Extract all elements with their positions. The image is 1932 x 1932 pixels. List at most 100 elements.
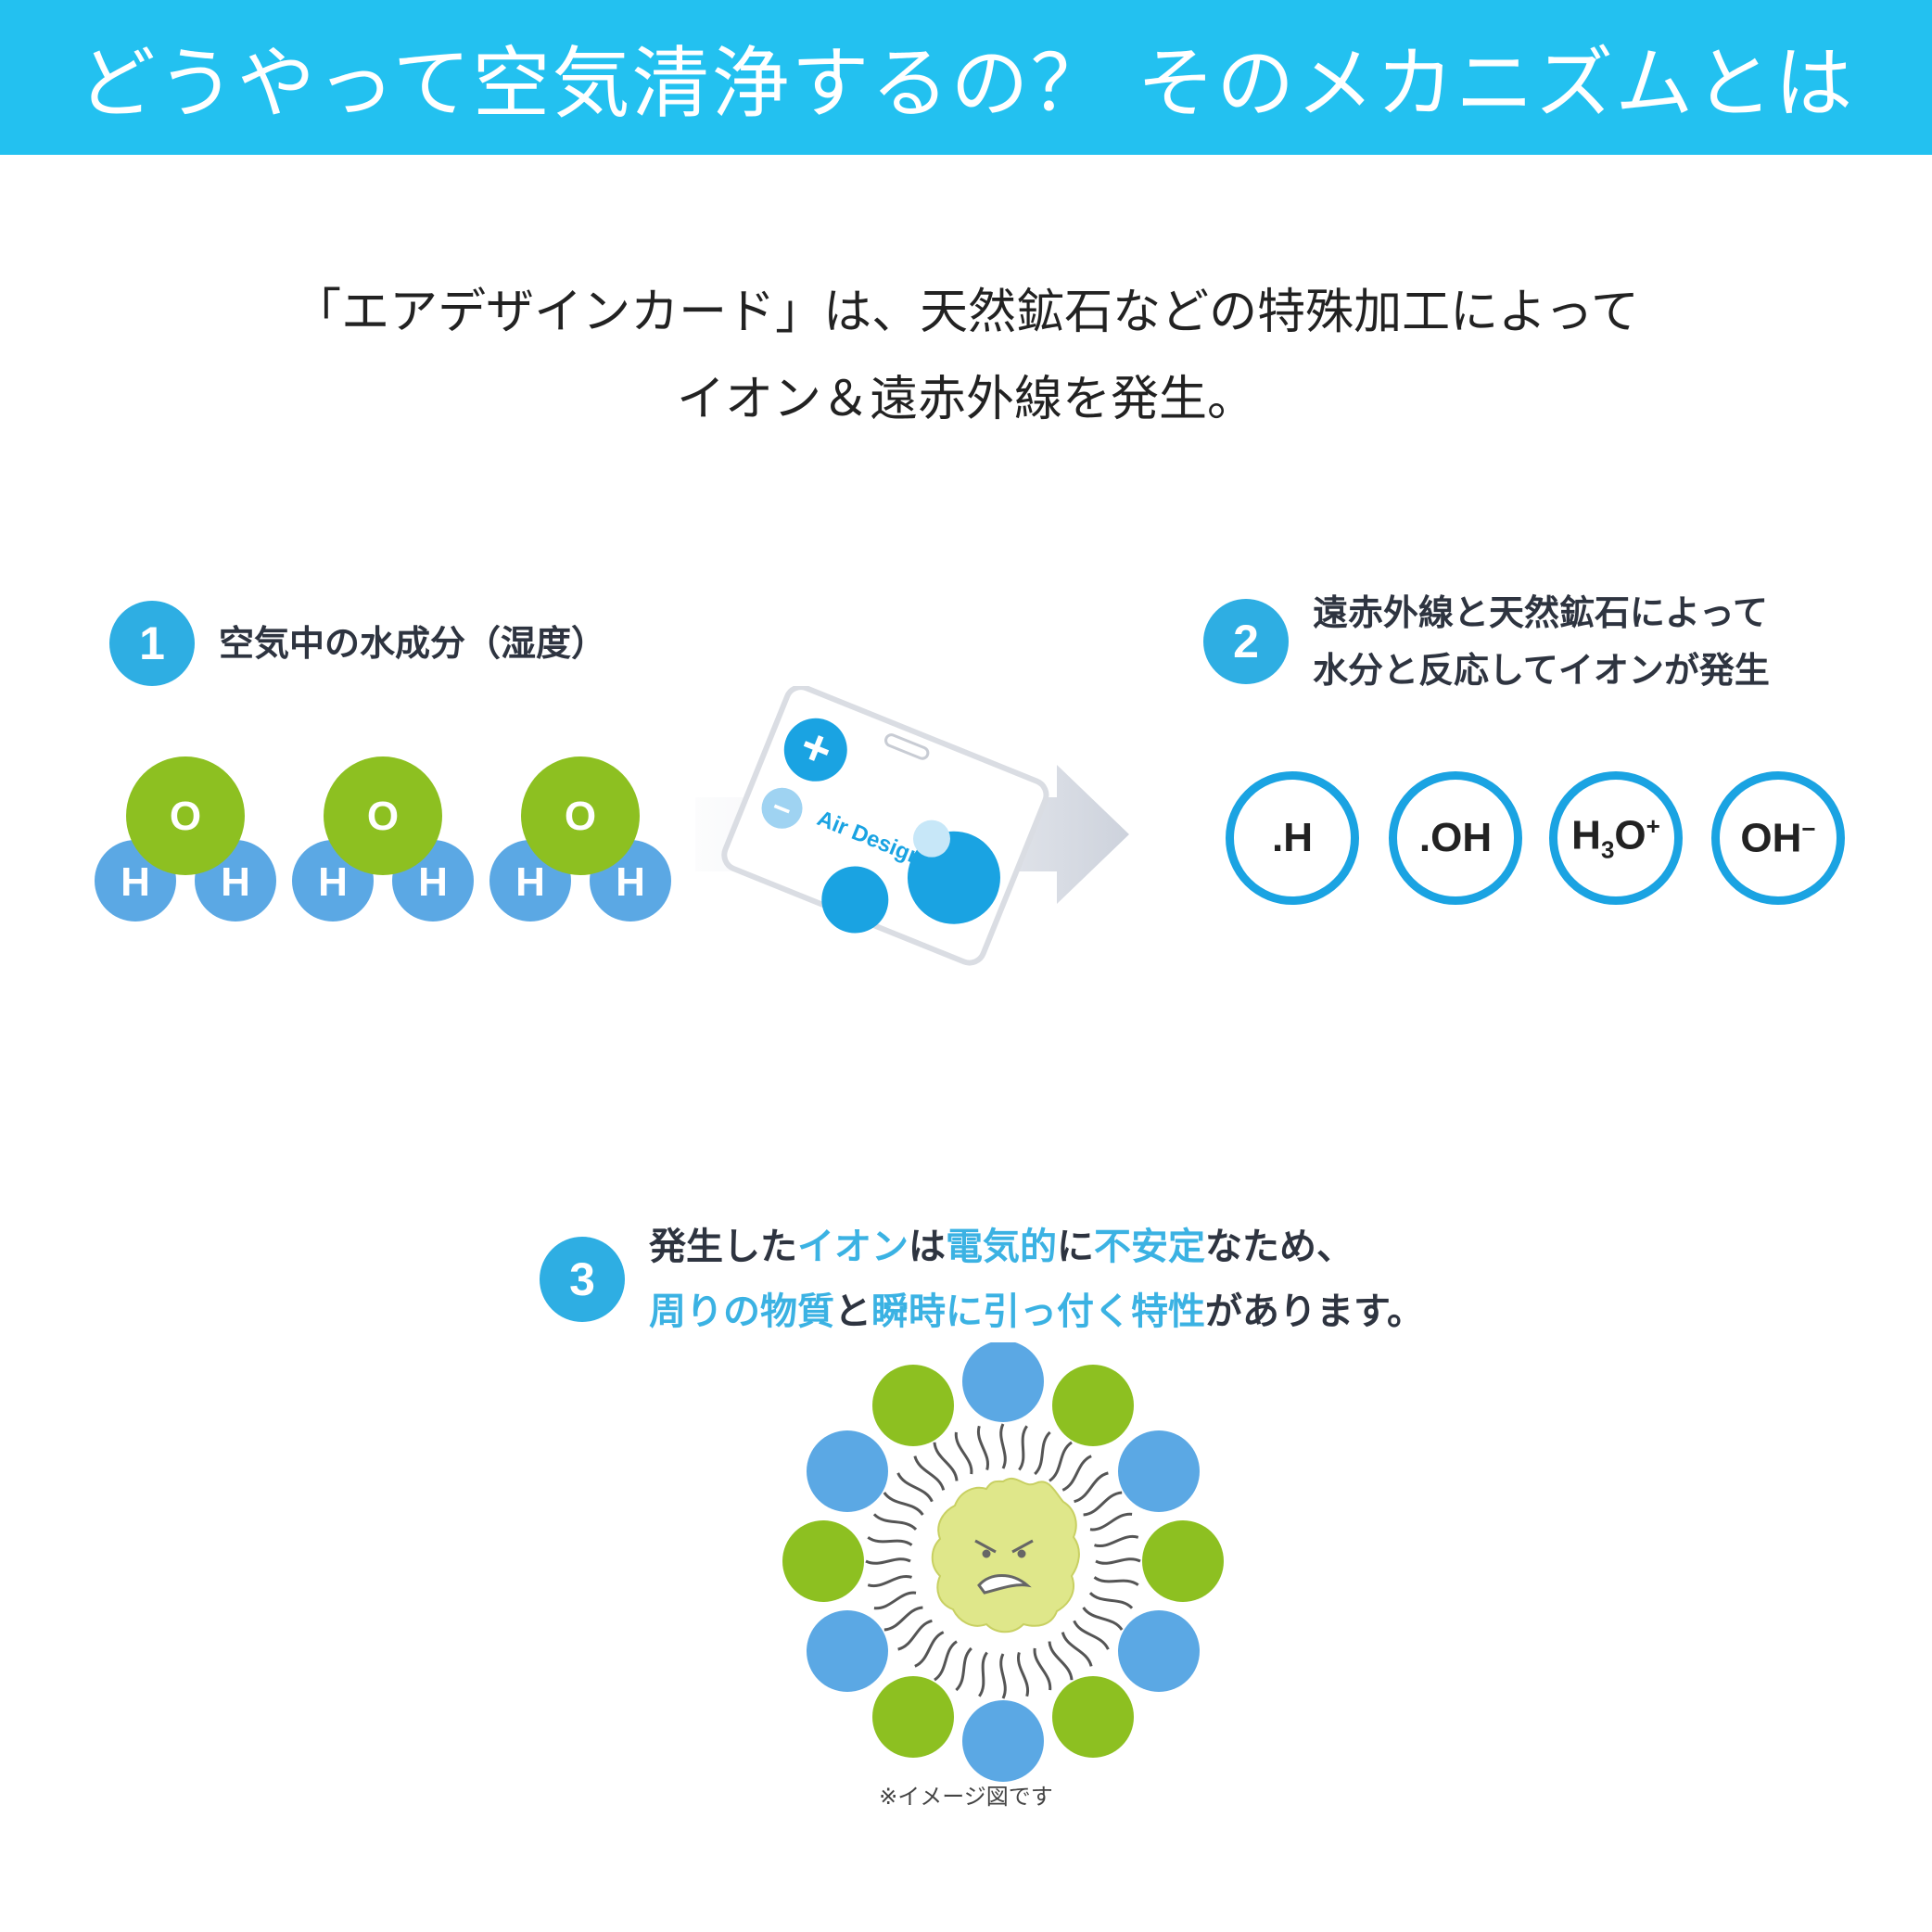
blue-ion-dot (1118, 1430, 1201, 1512)
oxygen-atom (521, 756, 640, 875)
oxygen-atom (126, 756, 245, 875)
virus-ion-illustration (782, 1342, 1224, 1782)
squiggle-line (1049, 1441, 1073, 1482)
green-ion-dot (872, 1364, 954, 1446)
card-decor-circle (821, 866, 889, 934)
step-2-number: 2 (1203, 599, 1289, 684)
blue-ion-dot (962, 1700, 1044, 1782)
blue-ion-dot (806, 1430, 888, 1512)
hydrogen-label: H (221, 859, 250, 905)
ion-label: OH− (1740, 814, 1816, 861)
ion-h3o-plus: H3O+ (1549, 771, 1683, 905)
squiggle-line (913, 1455, 946, 1491)
step-1-text: 空気中の水成分（湿度） (219, 623, 607, 664)
step-3-segment: 瞬時に引っ付く特性 (871, 1290, 1205, 1333)
step-3-segment: は (909, 1226, 946, 1268)
squiggle-line (1074, 1471, 1109, 1504)
step-2-line-1: 遠赤外線と天然鉱石によって (1313, 592, 1768, 633)
squiggle-line (867, 1574, 912, 1588)
squiggle-line (1033, 1647, 1052, 1691)
squiggle-line (999, 1423, 1007, 1469)
air-design-card: + − Air Design (721, 686, 1049, 966)
ion-label: .H (1272, 815, 1313, 860)
water-molecules: O H H O H H O H H (95, 756, 671, 922)
intro-text: 「エアデザインカード」は、天然鉱石などの特殊加工によって イオン＆遠赤外線を発生… (0, 269, 1932, 443)
squiggle-line (897, 1619, 933, 1651)
ion-label: H3O+ (1571, 811, 1660, 864)
squiggle-line (1088, 1592, 1134, 1609)
step-2: 2 遠赤外線と天然鉱石によって 水分と反応してイオンが発生 (1203, 584, 1770, 699)
card-decor-circle (912, 820, 950, 858)
oxygen-label: O (170, 794, 201, 839)
card-slot (884, 733, 930, 760)
minus-icon (761, 787, 803, 829)
intro-line-1: 「エアデザインカード」は、天然鉱石などの特殊加工によって (293, 285, 1639, 340)
water-molecule: O H H (292, 756, 474, 922)
virus-face (974, 1539, 1034, 1595)
squiggle-line (865, 1557, 911, 1565)
step-3-line-1: 発生したイオンは電気的に不安定なため、 (649, 1214, 1424, 1279)
squiggle-line (1073, 1620, 1110, 1650)
squiggle-line (867, 1536, 913, 1546)
squiggle-line (955, 1646, 972, 1692)
intro-line-2: イオン＆遠赤外線を発生。 (676, 372, 1255, 427)
ion-h: .H (1226, 771, 1359, 905)
squiggle-line (883, 1492, 924, 1516)
green-ion-dot (872, 1676, 954, 1759)
card-arrow-illustration: + − Air Design (695, 686, 1129, 966)
squiggle-line (1093, 1576, 1139, 1586)
blue-ion-dot (806, 1610, 888, 1692)
squiggle-line (1048, 1641, 1074, 1681)
squiggle-line (954, 1431, 973, 1475)
step-2-line-2: 水分と反応してイオンが発生 (1313, 650, 1770, 691)
step-3-segment: 電気的 (946, 1226, 1057, 1268)
squiggle-line (914, 1631, 945, 1668)
step-3-segment: と (834, 1290, 871, 1333)
step-1: 1 空気中の水成分（湿度） (109, 601, 606, 686)
ion-label: .OH (1418, 815, 1493, 860)
hydrogen-label: H (318, 859, 348, 905)
green-ion-dot (1142, 1520, 1224, 1602)
squiggle-line (896, 1472, 934, 1503)
step-3-line-2: 周りの物質と瞬時に引っ付く特性があります。 (649, 1279, 1424, 1344)
squiggle-line (1082, 1607, 1124, 1631)
hydrogen-label: H (418, 859, 448, 905)
step-3: 3 発生したイオンは電気的に不安定なため、 周りの物質と瞬時に引っ付く特性があり… (540, 1214, 1424, 1344)
oxygen-label: O (367, 794, 399, 839)
squiggle-line (1083, 1491, 1123, 1517)
water-molecule: O H H (489, 756, 671, 922)
oxygen-atom (324, 756, 442, 875)
squiggle-line (978, 1651, 988, 1697)
virus-icon (931, 1477, 1080, 1633)
blue-ion-dot (1118, 1610, 1201, 1692)
green-ion-dot (1052, 1676, 1134, 1759)
step-3-number: 3 (540, 1237, 625, 1322)
squiggle-line (1094, 1534, 1139, 1548)
squiggle-line (1034, 1430, 1051, 1476)
squiggle-line (934, 1640, 958, 1682)
squiggle-line (1018, 1425, 1028, 1471)
ion-oh-minus: OH− (1711, 771, 1845, 905)
green-ion-dot (782, 1520, 864, 1602)
squiggle-line (976, 1425, 990, 1470)
squiggle-line (883, 1606, 923, 1632)
hydrogen-label: H (515, 859, 545, 905)
water-molecule: O H H (95, 756, 276, 922)
oxygen-label: O (565, 794, 596, 839)
step-3-segment: に (1057, 1226, 1094, 1268)
step-3-segment: 不安定 (1094, 1226, 1205, 1268)
squiggle-line (999, 1653, 1007, 1699)
step-1-number: 1 (109, 601, 195, 686)
step-3-text: 発生したイオンは電気的に不安定なため、 周りの物質と瞬時に引っ付く特性があります… (649, 1214, 1424, 1344)
step-3-segment: 発生した (649, 1226, 797, 1268)
ion-oh: .OH (1389, 771, 1522, 905)
step-3-segment: 周りの物質 (649, 1290, 834, 1333)
plus-icon (783, 718, 847, 782)
green-ion-dot (1052, 1364, 1134, 1446)
squiggle-line (1016, 1652, 1030, 1697)
page-title: どうやって空気清浄するの？ そのメカニズムとは (77, 38, 1855, 129)
ion-squiggles (865, 1423, 1141, 1699)
squiggle-line (1089, 1512, 1133, 1532)
hydrogen-label: H (616, 859, 645, 905)
squiggle-line (873, 1591, 917, 1610)
